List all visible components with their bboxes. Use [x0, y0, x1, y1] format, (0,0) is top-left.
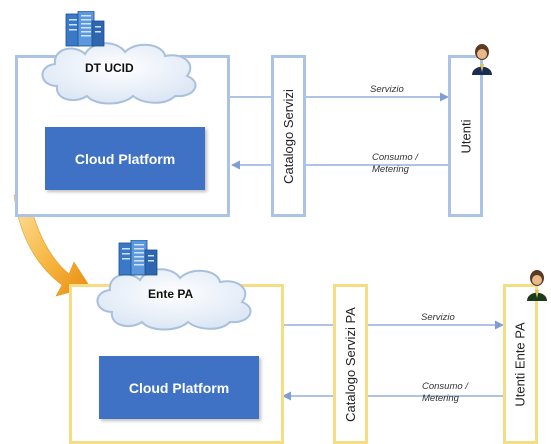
bottom-consumption-line1: Consumo /: [422, 381, 468, 392]
top-service-arrow-label: Servizio: [370, 84, 404, 95]
top-consumption-line2: Metering: [372, 164, 409, 175]
top-cloud-label: DT UCID: [85, 61, 134, 75]
top-service-catalog: Catalogo Servizi: [271, 55, 306, 217]
bottom-consumption-arrow-label: Consumo / Metering: [422, 381, 468, 405]
bottom-server-icon: [118, 240, 158, 276]
top-users-box: Utenti: [448, 55, 483, 217]
bottom-user-icon: [527, 270, 547, 301]
top-cloud-icon: [41, 42, 197, 105]
bottom-service-catalog: Catalogo Servizi PA: [333, 284, 368, 444]
bottom-cloud-label: Ente PA: [148, 287, 194, 301]
top-consumption-arrow-label: Consumo / Metering: [372, 152, 418, 176]
top-cloud-platform: Cloud Platform: [45, 127, 205, 190]
top-users-label: Utenti: [458, 119, 473, 153]
top-user-icon: [472, 44, 492, 75]
top-server-icon: [65, 11, 105, 47]
bottom-cloud-platform: Cloud Platform: [99, 356, 259, 419]
bottom-service-catalog-label: Catalogo Servizi PA: [343, 306, 358, 422]
bottom-service-arrow-label: Servizio: [421, 312, 455, 323]
bottom-users-box: Utenti Ente PA: [503, 284, 538, 444]
top-service-catalog-label: Catalogo Servizi: [281, 88, 296, 184]
top-consumption-line1: Consumo /: [372, 152, 418, 163]
bottom-consumption-line2: Metering: [422, 393, 459, 404]
bottom-users-label: Utenti Ente PA: [513, 321, 528, 407]
